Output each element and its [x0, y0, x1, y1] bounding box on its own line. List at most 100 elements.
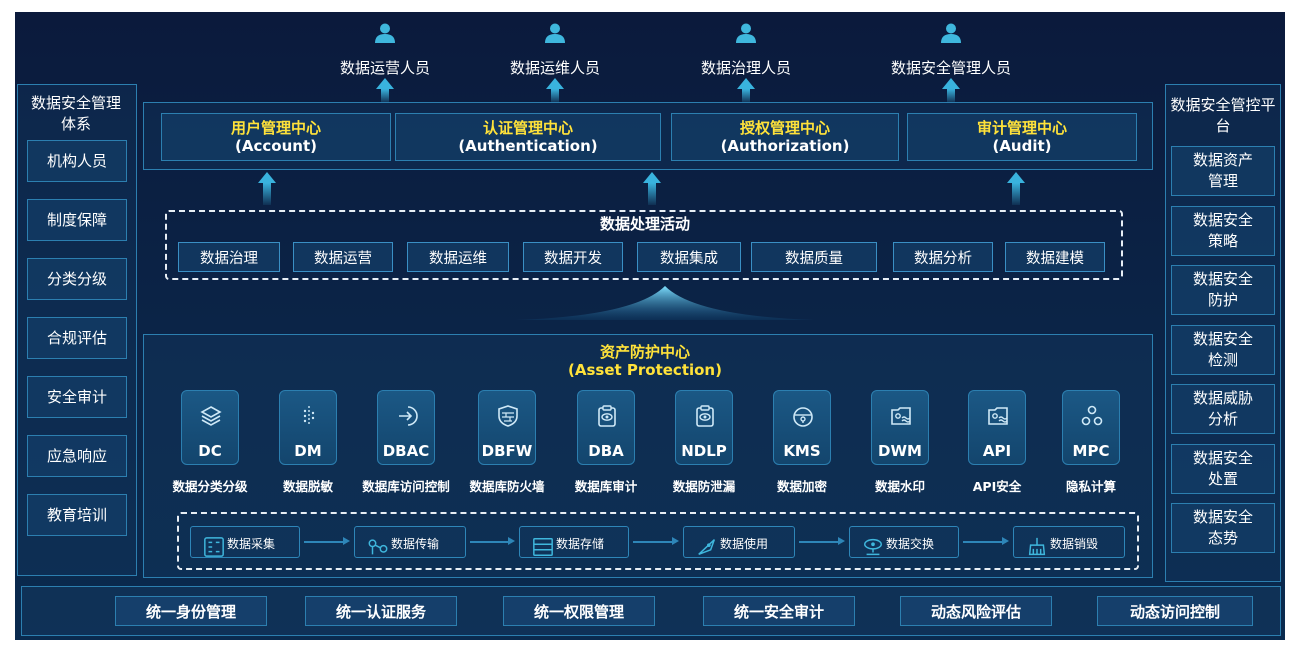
lifecycle-stage[interactable]: 数据存储	[519, 526, 629, 558]
flow-arrow-icon	[963, 538, 1009, 544]
left-panel-item[interactable]: 应急响应	[27, 435, 127, 477]
protection-module-label: 数据水印	[874, 479, 925, 494]
protection-module-code: API	[982, 442, 1012, 460]
protection-module-tile[interactable]: MPC	[1062, 390, 1120, 465]
lifecycle-stage[interactable]: 数据交换	[849, 526, 959, 558]
processing-activity[interactable]: 数据治理	[178, 242, 280, 272]
left-panel-item[interactable]: 制度保障	[27, 199, 127, 241]
management-center-name: 审计管理中心	[976, 119, 1067, 137]
flow-arrow-icon	[304, 538, 350, 544]
protection-module-code: DBA	[588, 442, 624, 460]
management-center-en: (Authorization)	[720, 137, 850, 155]
unified-service-item[interactable]: 动态访问控制	[1097, 596, 1253, 626]
up-arrow-icon	[643, 172, 661, 183]
management-center[interactable]: 授权管理中心(Authorization)	[671, 113, 899, 161]
management-center[interactable]: 审计管理中心(Audit)	[907, 113, 1137, 161]
lifecycle-stage-label: 数据使用	[720, 537, 769, 551]
protection-module-tile[interactable]: KMS	[773, 390, 831, 465]
right-panel-item-label: 数据安全检测	[1192, 329, 1253, 369]
up-arrow-icon	[376, 78, 394, 89]
lifecycle-stage[interactable]: 数据销毁	[1013, 526, 1125, 558]
persona-label: 数据运营人员	[339, 59, 430, 77]
unified-service-item[interactable]: 统一安全审计	[703, 596, 855, 626]
processing-activity[interactable]: 数据运维	[407, 242, 509, 272]
management-center-name: 授权管理中心	[739, 119, 830, 137]
left-panel-item[interactable]: 分类分级	[27, 258, 127, 300]
person-icon	[940, 22, 962, 44]
management-center[interactable]: 用户管理中心(Account)	[161, 113, 391, 161]
right-panel-item-label: 数据安全态势	[1192, 508, 1253, 547]
unified-service-item[interactable]: 统一身份管理	[115, 596, 267, 626]
protection-module-code: DWM	[878, 442, 922, 460]
right-panel-item[interactable]: 数据威胁分析	[1171, 384, 1275, 434]
flow-arrow-icon	[633, 538, 679, 544]
protection-module-tile[interactable]: DM	[279, 390, 337, 465]
left-panel-item[interactable]: 安全审计	[27, 376, 127, 418]
protection-module-tile[interactable]: NDLP	[675, 390, 733, 465]
lifecycle-stage-label: 数据采集	[227, 537, 276, 551]
unified-service-item[interactable]: 统一认证服务	[305, 596, 457, 626]
persona-label: 数据运维人员	[509, 59, 600, 77]
management-center-en: (Account)	[235, 137, 317, 155]
up-arrow-icon	[737, 78, 755, 89]
protection-module-tile[interactable]: API	[968, 390, 1026, 465]
protection-module-code: MPC	[1072, 442, 1110, 460]
protection-module-tile[interactable]: DBFW	[478, 390, 536, 465]
protection-module-code: NDLP	[681, 442, 727, 460]
left-panel-item[interactable]: 教育培训	[27, 494, 127, 536]
arrow-stem	[1012, 183, 1020, 205]
processing-activity[interactable]: 数据质量	[751, 242, 877, 272]
unified-service-item[interactable]: 统一权限管理	[503, 596, 655, 626]
asset-protection-title: 资产防护中心	[599, 342, 690, 361]
lifecycle-stage[interactable]: 数据使用	[683, 526, 795, 558]
protection-module-tile[interactable]: DWM	[871, 390, 929, 465]
unified-service-item[interactable]: 动态风险评估	[900, 596, 1052, 626]
person-icon	[544, 22, 566, 44]
lifecycle-stage-label: 数据销毁	[1050, 537, 1099, 551]
right-panel-item[interactable]: 数据安全处置	[1171, 443, 1275, 494]
management-center[interactable]: 认证管理中心(Authentication)	[395, 113, 661, 161]
person-icon	[735, 22, 757, 44]
protection-module-label: 数据库访问控制	[362, 479, 450, 494]
lifecycle-stage-label: 数据传输	[391, 537, 440, 551]
protection-module-tile[interactable]: DBAC	[377, 390, 435, 465]
flow-arrow-icon	[799, 538, 845, 544]
arrow-stem	[263, 183, 271, 205]
processing-activity[interactable]: 数据开发	[523, 242, 623, 272]
protection-module-tile[interactable]: DBA	[577, 390, 635, 465]
arrow-stem	[742, 89, 750, 103]
asset-protection-subtitle: (Asset Protection)	[568, 361, 722, 379]
right-panel-item[interactable]: 数据安全检测	[1171, 324, 1275, 375]
left-panel-item[interactable]: 合规评估	[27, 317, 127, 359]
protection-module-code: DC	[198, 442, 222, 460]
processing-activity[interactable]: 数据分析	[893, 242, 993, 272]
lifecycle-group	[177, 512, 1139, 570]
arrow-stem	[381, 89, 389, 103]
arrow-stem	[648, 183, 656, 205]
protection-module-code: DBFW	[481, 442, 533, 460]
right-panel-item-label: 数据安全策略	[1192, 210, 1253, 250]
protection-module-code: KMS	[783, 442, 821, 460]
right-panel-item[interactable]: 数据安全防护	[1171, 265, 1275, 315]
protection-module-tile[interactable]: DC	[181, 390, 239, 465]
management-center-en: (Authentication)	[458, 137, 598, 155]
flow-arrow-icon	[470, 538, 515, 544]
protection-module-label: 数据库防火墙	[469, 479, 545, 494]
left-panel-item[interactable]: 机构人员	[27, 140, 127, 182]
processing-activity[interactable]: 数据建模	[1005, 242, 1105, 272]
lifecycle-stage[interactable]: 数据采集	[190, 526, 300, 558]
right-panel-item[interactable]: 数据资产管理	[1171, 146, 1275, 196]
right-panel-item-label: 数据资产管理	[1192, 151, 1253, 190]
right-panel-title: 数据安全管控平台	[1170, 96, 1276, 135]
protection-module-code: DM	[294, 442, 322, 460]
management-center-en: (Audit)	[992, 137, 1052, 155]
processing-activity[interactable]: 数据运营	[293, 242, 393, 272]
lifecycle-stage[interactable]: 数据传输	[354, 526, 466, 558]
management-center-name: 用户管理中心	[230, 119, 321, 137]
up-arrow-icon	[942, 78, 960, 89]
processing-activity[interactable]: 数据集成	[637, 242, 741, 272]
upward-glow	[515, 286, 815, 320]
right-panel-item[interactable]: 数据安全态势	[1171, 503, 1275, 553]
right-panel-item[interactable]: 数据安全策略	[1171, 205, 1275, 256]
right-panel-item-label: 数据安全处置	[1192, 448, 1253, 488]
